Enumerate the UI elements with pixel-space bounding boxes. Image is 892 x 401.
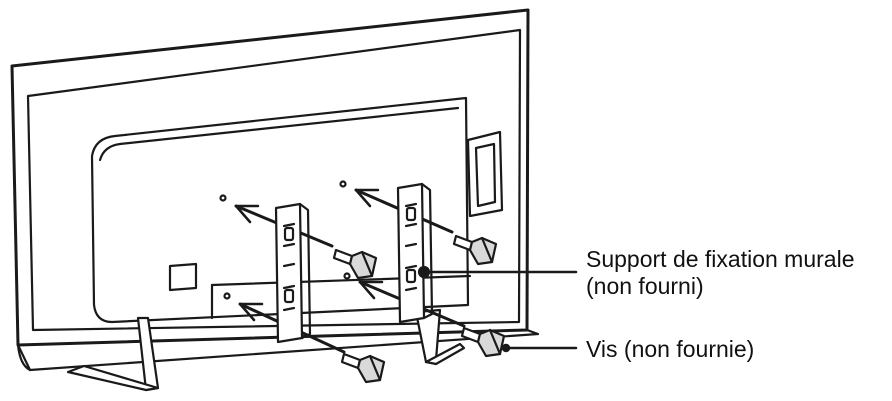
tv-rear-panel	[10, 8, 540, 372]
bracket-callout-label: Support de fixation murale (non fourni)	[586, 246, 855, 300]
bracket-callout-line1: Support de fixation murale	[586, 246, 855, 272]
screw-1	[332, 248, 378, 280]
wall-mount-bracket-left	[274, 202, 312, 344]
mounting-holes	[219, 180, 351, 300]
bracket-callout-line2: (non fourni)	[586, 273, 704, 299]
screws	[332, 234, 506, 384]
screw-callout-label: Vis (non fournie)	[586, 336, 755, 362]
screw-3	[452, 234, 498, 266]
callout-lines	[419, 267, 578, 353]
screw-4	[460, 326, 506, 358]
screw-2	[340, 352, 386, 384]
